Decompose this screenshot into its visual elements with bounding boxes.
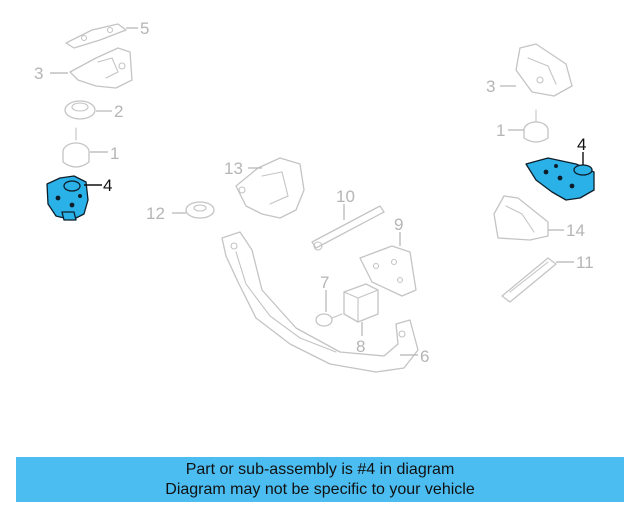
- callout-1-left: 1: [110, 144, 119, 163]
- info-banner: Part or sub-assembly is #4 in diagram Di…: [16, 457, 624, 502]
- callout-11: 11: [576, 253, 594, 272]
- callout-2: 2: [114, 102, 123, 121]
- callout-1-right: 1: [496, 121, 505, 140]
- part-11-strip: [501, 257, 557, 303]
- callout-7: 7: [320, 273, 329, 292]
- banner-line-part: Part or sub-assembly is #4 in diagram: [185, 460, 455, 478]
- parts-diagram: 5 3 2 1 4 13: [34, 19, 595, 373]
- callout-14: 14: [566, 221, 585, 240]
- part-5-bracket: [65, 23, 127, 49]
- callout-3-right: 3: [486, 77, 495, 96]
- callout-3-left: 3: [34, 64, 43, 83]
- callout-9: 9: [394, 215, 403, 234]
- callout-8: 8: [356, 337, 365, 356]
- part-3-bracket-left: [69, 47, 133, 89]
- part-1-mount-right: [523, 109, 549, 143]
- part-14-bracket: [493, 195, 549, 241]
- callout-10: 10: [336, 187, 355, 206]
- part-1-mount-left: [62, 127, 90, 168]
- callout-5: 5: [140, 19, 149, 38]
- part-9-plate: [359, 245, 417, 297]
- callout-4-right: 4: [577, 135, 586, 154]
- part-6-crossmember: [221, 231, 419, 373]
- callout-4-left: 4: [103, 176, 112, 195]
- part-4-bracket-left-highlighted: [46, 175, 89, 221]
- part-8-damper: [343, 283, 379, 323]
- banner-line-disclaimer: Diagram may not be specific to your vehi…: [165, 480, 475, 498]
- part-7-stud: [315, 313, 343, 327]
- part-10-rod: [311, 205, 385, 251]
- part-12-insulator: [185, 201, 215, 219]
- callout-13: 13: [224, 159, 243, 178]
- callout-12: 12: [146, 204, 165, 223]
- part-3-bracket-right: [515, 43, 573, 97]
- part-13-bracket: [235, 157, 305, 219]
- part-2-insulator-left: [64, 100, 96, 120]
- part-4-bracket-right-highlighted: [525, 157, 595, 201]
- callout-6: 6: [420, 347, 429, 366]
